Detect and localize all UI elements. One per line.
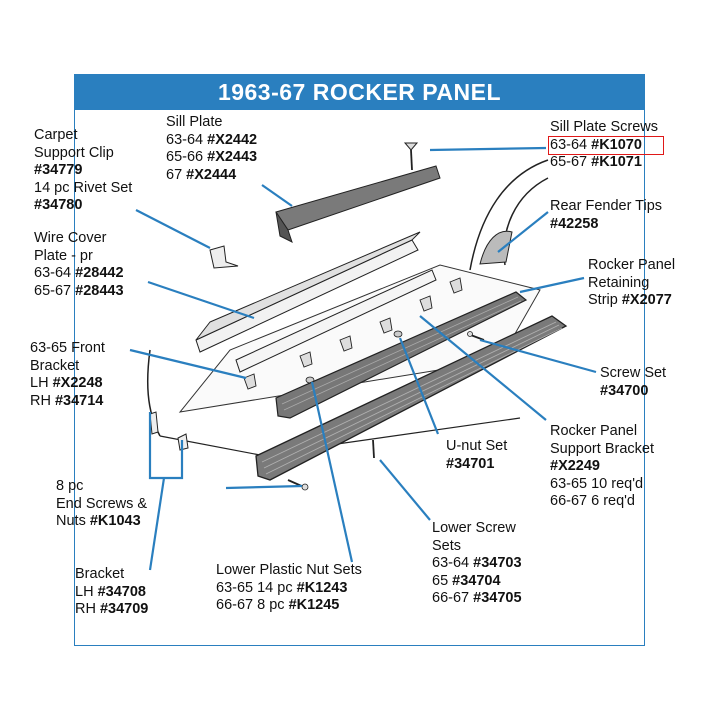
label-fender-tips: Rear Fender Tips #42258 — [550, 198, 663, 232]
label-wire-cover: Wire Cover Plate - pr 63-64 #28442 65-67… — [34, 230, 124, 299]
label-sill-plate: Sill Plate 63-64 #X2442 65-66 #X2443 67 … — [166, 114, 258, 183]
rear-fender-tip-part — [479, 230, 513, 265]
upper-molding-ribs — [281, 296, 522, 411]
label-bracket: Bracket LH #34708 RH #34709 — [75, 566, 149, 617]
rear-body-outline — [469, 159, 549, 271]
leader-bracket-box — [148, 412, 184, 480]
sill-screw-head — [403, 142, 419, 151]
rear-fender-outline — [503, 177, 549, 266]
bracket-lh-part — [149, 411, 159, 435]
leader-lines — [129, 146, 597, 571]
sill-screw-highlight — [548, 136, 664, 155]
label-sill-screws: Sill Plate Screws 63-64 #K1070 65-67 #K1… — [550, 119, 658, 170]
support-brackets — [243, 277, 463, 390]
molding-screw-head — [467, 331, 473, 337]
leader-lower-nut — [310, 381, 354, 563]
leader-bracket — [148, 477, 166, 571]
sill-screw-shaft — [410, 149, 413, 171]
leader-sill-screws — [429, 146, 547, 152]
label-support-bracket: Rocker Panel Support Bracket #X2249 63-6… — [550, 423, 654, 509]
leader-front-bracket — [129, 348, 247, 380]
end-nut — [301, 483, 309, 491]
leader-support-bracket — [419, 315, 547, 421]
label-end-screws: 8 pc End Screws & Nuts #K1043 — [56, 478, 148, 529]
leader-screw-set — [479, 338, 597, 374]
label-unut: U-nut Set #34701 — [446, 438, 508, 472]
leader-carpet-clip — [135, 209, 211, 249]
leader-retaining-strip — [519, 276, 585, 294]
wire-cover-flange — [195, 231, 421, 341]
leader-lower-screw — [379, 459, 431, 521]
leader-fender-tips — [497, 211, 549, 253]
label-front-bracket: 63-65 Front Bracket LH #X2248 RH #34714 — [30, 340, 105, 409]
label-carpet-clip: Carpet Support Clip #34779 14 pc Rivet S… — [34, 127, 133, 213]
retaining-strip-part — [235, 269, 437, 373]
carpet-clip-part — [209, 245, 239, 269]
diagram-title: 1963-67 ROCKER PANEL — [217, 79, 502, 105]
lower-screw — [372, 439, 375, 459]
label-lower-screw: Lower Screw Sets 63-64 #34703 65 #34704 … — [432, 520, 522, 606]
leader-end-screws — [225, 484, 303, 490]
label-retaining-strip: Rocker Panel Retaining Strip #X2077 — [588, 257, 676, 308]
label-lower-nut: Lower Plastic Nut Sets 63-65 14 pc #K124… — [216, 562, 362, 613]
title-banner — [74, 74, 645, 110]
leader-wire-cover — [147, 280, 255, 320]
lower-rocker-panel — [255, 315, 568, 481]
sill-plate — [275, 165, 441, 231]
leader-sill-plate — [261, 184, 293, 207]
floor-panel — [178, 264, 541, 413]
sill-plate-end — [275, 211, 293, 243]
leader-unut — [398, 337, 440, 435]
label-screw-set: Screw Set #34700 — [600, 365, 667, 399]
